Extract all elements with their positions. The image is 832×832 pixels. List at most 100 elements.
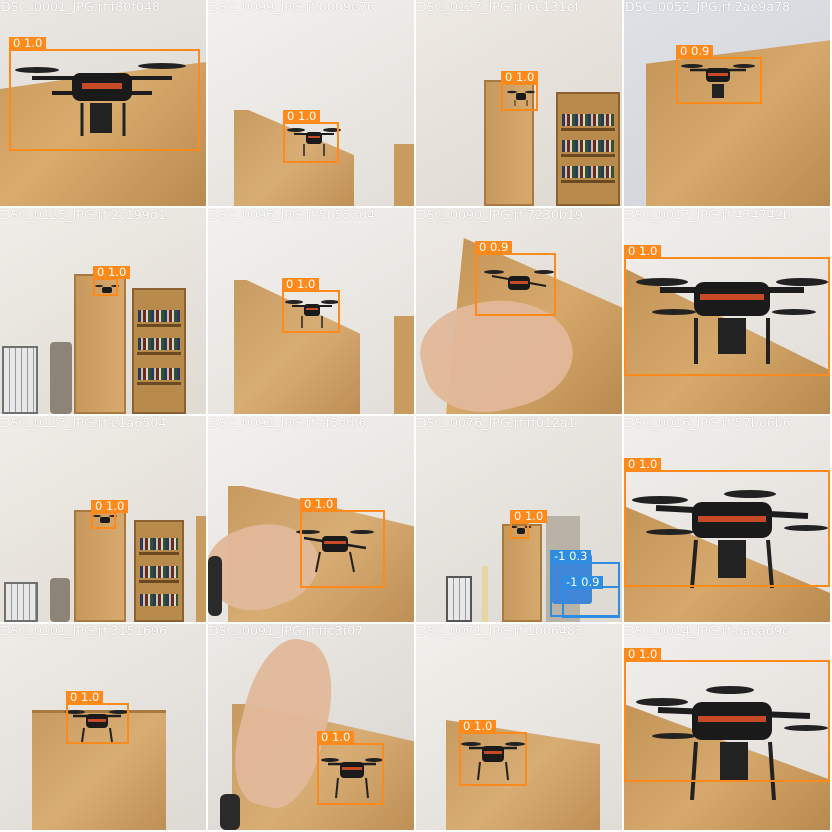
detection-label: 0 1.0 — [317, 731, 355, 744]
detection-label: 0 1.0 — [624, 245, 662, 258]
wristwatch-image — [220, 794, 240, 830]
door-frame-image — [196, 516, 206, 622]
result-tile[interactable]: 0 1.0 DSC_0017_JPG.rf.434742b — [624, 208, 830, 414]
drone-image — [636, 278, 828, 364]
door-image — [484, 80, 534, 206]
result-tile[interactable]: 0 0.9 DSC_0090_JPG.rf.7230b19 — [416, 208, 622, 414]
detection-box — [676, 57, 762, 104]
detection-label: 0 1.0 — [300, 498, 338, 511]
result-tile[interactable]: 0 1.0 DSC_0014_JPG.rf.daead9c — [624, 624, 830, 830]
image-filename: DSC_0099_JPG.rf.0009e76 — [209, 0, 375, 14]
broom-image — [482, 566, 488, 622]
bookshelf-image — [134, 520, 184, 622]
photo-scene — [416, 624, 622, 830]
result-tile[interactable]: 0 1.0 DSC_0092_JPG.rf.cf5edf6 — [208, 416, 414, 622]
image-filename: DSC_0101_JPG.rf.3151696 — [1, 624, 168, 638]
photo-scene — [416, 0, 622, 206]
door-frame-image — [394, 316, 414, 414]
detection-label: 0 1.0 — [510, 510, 548, 523]
wristwatch-image — [208, 556, 222, 616]
result-tile[interactable]: 0 0.9 DSC_0052_JPG.rf.2ae9a78 — [624, 0, 830, 206]
door-image — [502, 524, 542, 622]
detection-box — [501, 83, 538, 111]
rolled-mat-image — [50, 342, 72, 414]
bookshelf-image — [132, 288, 186, 414]
detection-box — [624, 660, 830, 782]
door-image — [32, 710, 166, 830]
drone-image — [484, 270, 554, 290]
drone-image — [681, 64, 755, 98]
detection-box — [624, 257, 830, 376]
detection-box — [9, 49, 200, 151]
image-filename: DSC_0071_JPG.rf.1006483 — [417, 624, 584, 638]
result-tile[interactable]: 0 1.0 DSC_0101_JPG.rf.3151696 — [0, 624, 206, 830]
detection-box — [562, 586, 620, 618]
drone-image — [65, 710, 129, 743]
rolled-mat-image — [50, 578, 70, 622]
image-filename: DSC_0091_JPG.rf.ffc3f07 — [209, 624, 364, 638]
image-filename: DSC_0127_JPG.rf.6e131ef — [417, 0, 579, 14]
image-filename: DSC_0052_JPG.rf.2ae9a78 — [625, 0, 791, 14]
detection-box — [93, 278, 118, 296]
detection-label: 0 1.0 — [459, 720, 497, 733]
bookshelf-image — [556, 92, 620, 206]
result-tile[interactable]: 0 1.0 DSC_0091_JPG.rf.ffc3f07 — [208, 624, 414, 830]
image-filename: DSC_0096_JPG.rf.50553d4 — [209, 208, 376, 222]
detection-label: 0 1.0 — [624, 458, 662, 471]
detection-box — [624, 470, 830, 587]
image-filename: DSC_0125_JPG.rf.2c199d1 — [1, 208, 166, 222]
detection-label: 0 1.0 — [283, 110, 321, 123]
result-tile[interactable]: 0 1.0 DSC_0071_JPG.rf.1006483 — [416, 624, 622, 830]
result-tile[interactable]: 0 1.0 DSC_0016_JPG.rf.57be6b6 — [624, 416, 830, 622]
detection-box — [91, 512, 116, 529]
detection-label: 0 0.9 — [676, 45, 714, 58]
result-tile[interactable]: 0 1.0 DSC_0117_JPG.rf.e1a6504 — [0, 416, 206, 622]
detection-label: 0 1.0 — [9, 37, 47, 50]
photo-scene — [0, 208, 206, 414]
image-filename: DSC_0090_JPG.rf.7230b19 — [417, 208, 584, 222]
laundry-rack-image — [2, 346, 38, 414]
result-tile[interactable]: 0 1.0 DSC_0096_JPG.rf.50553d4 — [208, 208, 414, 414]
detection-label: 0 1.0 — [501, 71, 539, 84]
image-filename: DSC_0017_JPG.rf.434742b — [625, 208, 792, 222]
image-filename: DSC_0092_JPG.rf.cf5edf6 — [209, 416, 367, 430]
result-tile[interactable]: 0 1.0 DSC_0127_JPG.rf.6e131ef — [416, 0, 622, 206]
photo-scene — [208, 0, 414, 206]
drone-image — [287, 128, 341, 156]
drone-image — [507, 90, 535, 106]
drone-image — [285, 300, 339, 328]
image-filename: DSC_0001_JPG.rf.f80f048 — [1, 0, 160, 14]
detection-box — [66, 703, 129, 744]
detection-box — [300, 510, 385, 588]
laundry-rack-image — [446, 576, 472, 622]
result-tile[interactable]: 0 1.0 DSC_0125_JPG.rf.2c199d1 — [0, 208, 206, 414]
image-filename: DSC_0076_JPG.rf.ff012a1 — [417, 416, 576, 430]
result-tile[interactable]: 0 1.0 DSC_0001_JPG.rf.f80f048 — [0, 0, 206, 206]
drone-image — [15, 63, 186, 136]
drone-image — [632, 490, 828, 589]
detection-box — [317, 743, 384, 805]
detection-label: 0 1.0 — [93, 266, 131, 279]
drone-image — [321, 758, 383, 799]
photo-scene — [0, 416, 206, 622]
detection-label: 0 1.0 — [624, 648, 662, 661]
detection-box — [283, 122, 339, 163]
door-frame-image — [394, 144, 414, 206]
detection-label: 0 1.0 — [66, 691, 104, 704]
detection-label: -1 0.9 — [562, 576, 604, 589]
photo-scene — [208, 208, 414, 414]
photo-scene — [624, 208, 830, 414]
photo-scene — [0, 624, 206, 830]
image-filename: DSC_0014_JPG.rf.daead9c — [625, 624, 790, 638]
result-tile[interactable]: 0 1.0 -1 0.3 -1 0.9 DSC_0076_JPG.rf.ff01… — [416, 416, 622, 622]
detection-box — [459, 732, 527, 786]
result-tile[interactable]: 0 1.0 DSC_0099_JPG.rf.0009e76 — [208, 0, 414, 206]
laundry-rack-image — [4, 582, 38, 622]
photo-scene — [0, 0, 206, 206]
detection-label: 0 1.0 — [91, 500, 129, 513]
detection-box — [475, 253, 556, 316]
detection-label: 0 0.9 — [475, 241, 513, 254]
photo-scene — [624, 416, 830, 622]
detection-box — [282, 290, 340, 333]
